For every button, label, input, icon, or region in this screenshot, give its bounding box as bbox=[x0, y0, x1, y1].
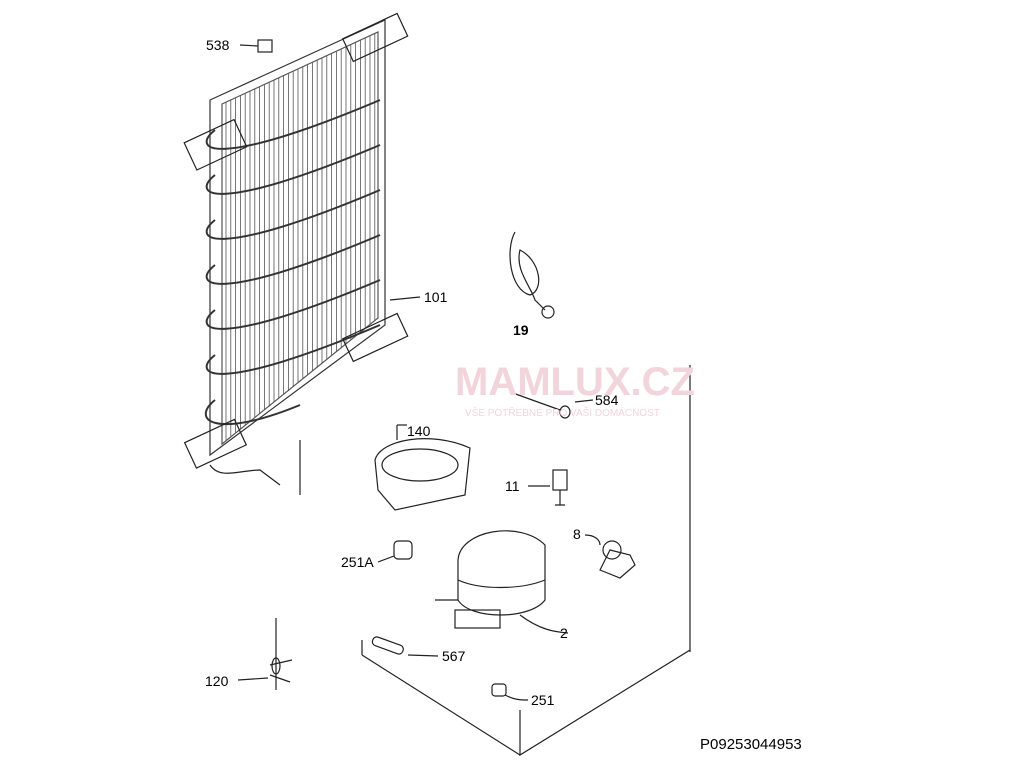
cable-drawing bbox=[509, 391, 594, 419]
part-label-8[interactable]: 8 bbox=[573, 526, 581, 542]
part-label-251a[interactable]: 251A bbox=[341, 554, 374, 570]
diagram-code: P09253044953 bbox=[700, 736, 802, 753]
clamp-drawing bbox=[584, 534, 636, 579]
cabinet-outline bbox=[519, 365, 691, 757]
power-cord-drawing bbox=[509, 231, 555, 319]
part-label-251[interactable]: 251 bbox=[531, 692, 555, 708]
condenser-drawing bbox=[183, 12, 409, 495]
part-label-11[interactable]: 11 bbox=[505, 478, 520, 494]
part-label-584[interactable]: 584 bbox=[595, 392, 619, 408]
part-label-567[interactable]: 567 bbox=[442, 648, 466, 664]
relay-drawing bbox=[528, 469, 568, 506]
grommet-drawing bbox=[377, 540, 413, 563]
compressor-drawing bbox=[435, 530, 569, 634]
drip-tray-drawing bbox=[374, 424, 471, 511]
filter-dryer-drawing bbox=[237, 618, 293, 690]
watermark-brand: MAMLUX.CZ bbox=[455, 360, 695, 404]
bracket-drawing bbox=[371, 636, 439, 657]
part-label-101[interactable]: 101 bbox=[424, 289, 448, 305]
part-label-538[interactable]: 538 bbox=[206, 37, 230, 53]
nut-drawing bbox=[491, 683, 529, 701]
screw-drawing bbox=[239, 39, 273, 53]
part-label-19[interactable]: 19 bbox=[513, 322, 529, 338]
part-label-140[interactable]: 140 bbox=[407, 423, 431, 439]
part-label-2[interactable]: 2 bbox=[560, 625, 568, 641]
part-label-120[interactable]: 120 bbox=[205, 673, 229, 689]
watermark-slogan: VŠE POTŘEBNÉ PRO VAŠI DOMÁCNOST bbox=[465, 408, 660, 419]
